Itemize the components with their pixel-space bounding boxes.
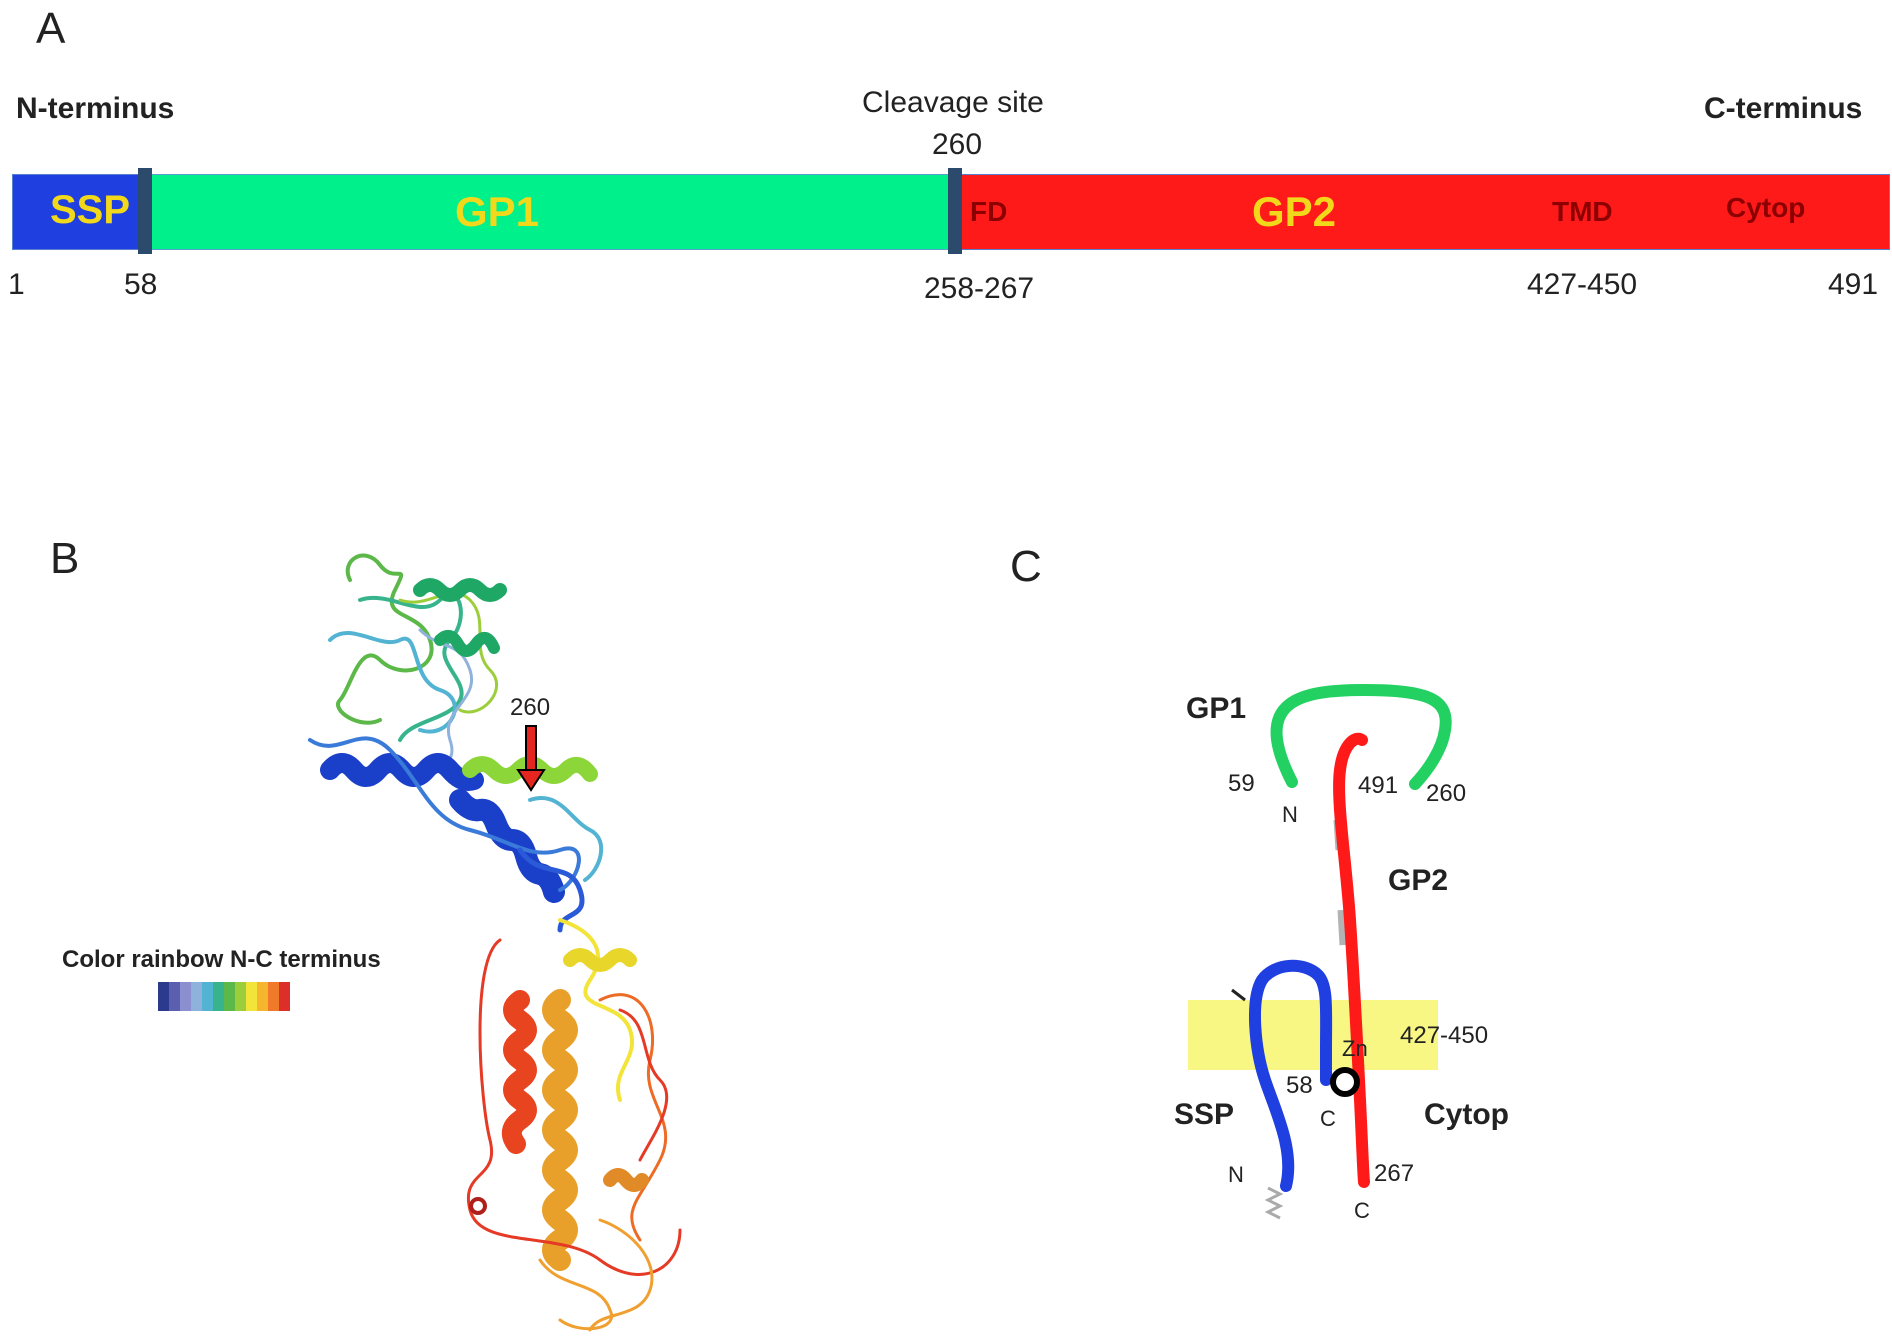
gp2-segment	[954, 174, 1890, 250]
cleavage-arrow	[516, 725, 546, 792]
panel-a-letter: A	[36, 4, 66, 53]
gp2-chain	[1333, 732, 1370, 1188]
position-258-267: 258-267	[924, 272, 1035, 305]
gp1-arc	[1270, 683, 1452, 790]
gp1-segment	[146, 174, 954, 250]
pos-260-label: 260	[1426, 780, 1467, 807]
gp2-c-label: GP2	[1388, 864, 1449, 897]
gp1-c-label: GP1	[1186, 692, 1247, 725]
zn-label: Zn	[1342, 1036, 1368, 1061]
c-bottom-label: C	[1354, 1198, 1370, 1223]
n-top-label: N	[1282, 802, 1298, 827]
pos-58-label: 58	[1286, 1072, 1313, 1099]
position-491: 491	[1828, 268, 1879, 301]
cleavage-divider	[948, 168, 962, 254]
ssp-c-terminus-label: C	[1320, 1106, 1336, 1131]
pos-427-450-label: 427-450	[1400, 1022, 1489, 1049]
gp2-label: GP2	[1252, 188, 1337, 235]
cytop-label: Cytop	[1726, 192, 1806, 223]
ssp-n-terminus-label: N	[1228, 1162, 1244, 1187]
tmd-label: TMD	[1552, 196, 1613, 227]
fd-label: FD	[970, 196, 1008, 227]
rainbow-swatch	[202, 982, 213, 1011]
ssp-gp1-divider	[138, 168, 152, 254]
ssp-label: SSP	[50, 188, 131, 232]
gp1-label: GP1	[455, 188, 540, 235]
rainbow-swatch	[158, 982, 169, 1011]
rainbow-swatch	[246, 982, 257, 1011]
position-427-450: 427-450	[1527, 268, 1638, 301]
rainbow-swatch	[191, 982, 202, 1011]
rainbow-swatch	[257, 982, 268, 1011]
zinc-icon	[1330, 1067, 1360, 1097]
rainbow-swatch	[268, 982, 279, 1011]
ssp-segment	[12, 174, 148, 250]
arrow-260-label: 260	[510, 694, 551, 721]
cytop-c-label: Cytop	[1424, 1098, 1509, 1131]
membrane-band	[1188, 1000, 1438, 1070]
panel-b-letter: B	[50, 534, 80, 583]
panel-c-letter: C	[1010, 542, 1042, 591]
position-58: 58	[124, 268, 158, 301]
protein-ribbon-structure	[308, 553, 682, 1332]
rainbow-swatch	[235, 982, 246, 1011]
position-1: 1	[8, 268, 25, 301]
rainbow-swatch	[279, 982, 290, 1011]
pos-491-label: 491	[1358, 772, 1399, 799]
c-terminus-label: C-terminus	[1704, 92, 1863, 125]
rainbow-swatch	[224, 982, 235, 1011]
rainbow-swatch	[180, 982, 191, 1011]
ssp-c-label: SSP	[1174, 1098, 1235, 1131]
cleavage-site-position: 260	[932, 128, 983, 161]
pos-267-label: 267	[1374, 1160, 1415, 1187]
cleavage-site-label: Cleavage site	[862, 86, 1044, 119]
ssp-chain	[1249, 959, 1333, 1192]
n-terminus-label: N-terminus	[16, 92, 175, 125]
rainbow-swatch	[213, 982, 224, 1011]
rainbow-legend-title: Color rainbow N-C terminus	[62, 946, 381, 973]
pos-59-label: 59	[1228, 770, 1255, 797]
rainbow-swatch	[169, 982, 180, 1011]
